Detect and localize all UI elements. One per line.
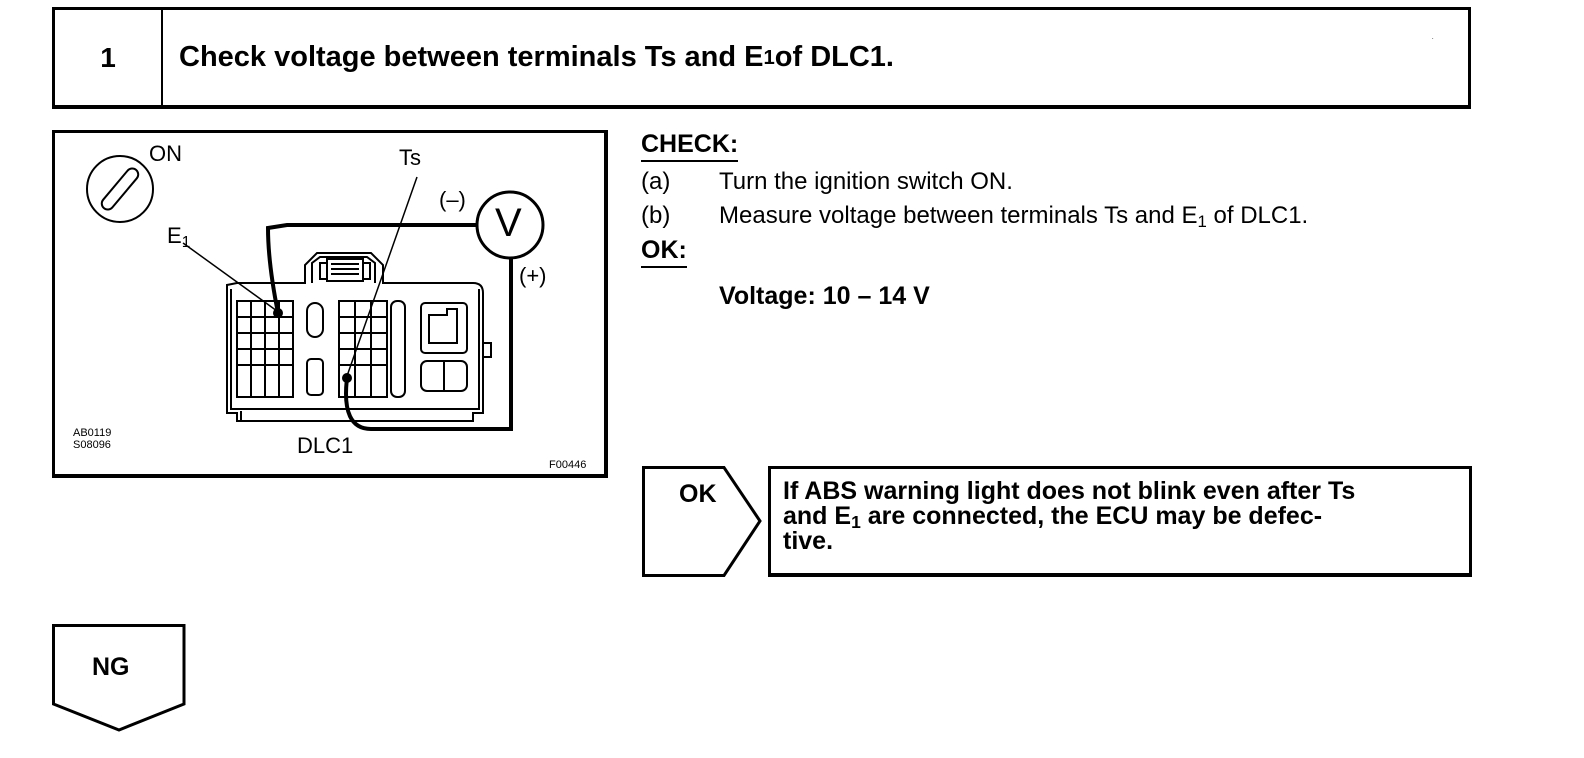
step-title-suffix: of DLC1. [774, 41, 894, 73]
ng-arrow-shape [52, 624, 186, 732]
corner-mark: · [1431, 34, 1434, 43]
check-item-text: Turn the ignition switch ON. [719, 168, 1013, 195]
figure-code-left-1: AB0119 [73, 427, 112, 439]
voltmeter-icon [475, 190, 545, 260]
negative-polarity-label: (–) [439, 187, 466, 212]
step-title: Check voltage between terminals Ts and E… [179, 41, 894, 73]
check-item-letter: (a) [641, 168, 671, 195]
check-item-letter: (b) [641, 202, 671, 229]
ignition-key-icon [86, 155, 154, 223]
ok-result-line-1: If ABS warning light does not blink even… [783, 477, 1356, 505]
check-item-a: (a) Turn the ignition switch ON. [641, 168, 1481, 196]
e1-label: E1 [167, 223, 191, 251]
ok-result-line-3: tive. [783, 527, 834, 555]
positive-lead [344, 259, 513, 431]
ok-result-arrow: OK [642, 466, 1472, 577]
positive-polarity-label: (+) [519, 263, 547, 288]
ts-leader-line [346, 176, 418, 377]
ok-arrow-shape [642, 466, 762, 577]
step-number: 1 [55, 10, 163, 105]
negative-lead [265, 223, 477, 314]
dlc1-diagram: ON Ts E1 (–) (+) V DLC1 AB0119 S08096 F0… [52, 130, 608, 478]
step-header: 1 Check voltage between terminals Ts and… [52, 7, 1471, 109]
dlc1-connector-icon [226, 252, 492, 422]
e1-label-subscript: 1 [181, 234, 191, 251]
figure-code-left-2: S08096 [73, 439, 111, 451]
ng-result-label: NG [92, 653, 130, 681]
check-heading: CHECK: [641, 130, 739, 162]
ts-label: Ts [399, 145, 421, 170]
figure-code-right: F00446 [549, 459, 587, 471]
e1-leader-line [182, 242, 278, 312]
check-item-text-main: Measure voltage between terminals Ts and… [719, 202, 1198, 229]
ok-heading: OK: [641, 236, 687, 268]
dlc1-diagram-drawing [86, 155, 545, 431]
e1-label-text: E [167, 223, 182, 248]
check-item-text: Measure voltage between terminals Ts and… [719, 202, 1308, 230]
check-item-subscript: 1 [1197, 212, 1207, 231]
ok-result-line-2-text: and E [783, 502, 852, 530]
voltmeter-label: V [495, 201, 522, 245]
step-title-text: Check voltage between terminals Ts and E [179, 41, 764, 73]
ok-result-line-2-suffix: are connected, the ECU may be defec- [860, 502, 1323, 530]
on-label: ON [149, 141, 182, 166]
voltage-spec: Voltage: 10 – 14 V [719, 282, 930, 310]
ok-result-line-2-subscript: 1 [851, 512, 861, 532]
ok-result-line-2: and E1 are connected, the ECU may be def… [783, 502, 1461, 532]
ok-result-text: If ABS warning light does not blink even… [768, 466, 1472, 577]
dlc1-label: DLC1 [297, 433, 354, 458]
check-section: CHECK: (a) Turn the ignition switch ON. … [641, 130, 1481, 311]
ok-result-label: OK [679, 480, 717, 508]
check-item-text-suffix: of DLC1. [1206, 202, 1309, 229]
ng-result-arrow: NG [52, 624, 186, 732]
check-item-b: (b) Measure voltage between terminals Ts… [641, 202, 1481, 230]
